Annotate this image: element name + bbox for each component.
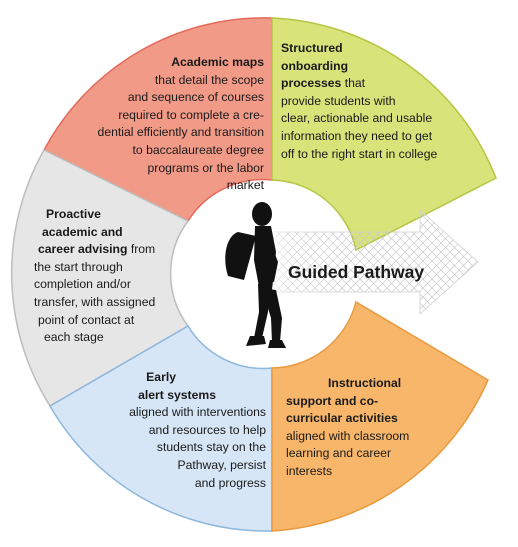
academic-maps-line: and sequence of courses: [127, 90, 264, 105]
advising-line: point of contact at: [38, 312, 135, 327]
instructional-title: Instructional: [328, 376, 402, 390]
academic-maps-title: Academic maps: [171, 55, 264, 69]
onboarding-title: processes: [281, 76, 342, 91]
advising-line: from: [127, 242, 156, 257]
academic-maps-line: market: [226, 178, 264, 193]
academic-maps-text: Academic maps that detail the scope and …: [78, 54, 264, 195]
instructional-text: Instructional support and co- curricular…: [286, 375, 456, 481]
academic-maps-line: programs or the labor: [147, 160, 264, 175]
advising-title: Proactive: [46, 207, 101, 221]
advising-line: completion and/or: [34, 277, 131, 292]
advising-text: Proactive academic and career advising f…: [30, 206, 190, 347]
early-alert-line: students stay on the: [156, 440, 266, 455]
instructional-title: curricular activities: [286, 411, 398, 426]
instructional-line: interests: [286, 463, 333, 478]
instructional-line: learning and career: [286, 446, 392, 461]
segment-instructional: [271, 300, 489, 532]
early-alert-title: alert systems: [138, 387, 216, 402]
segment-onboarding: [271, 17, 497, 252]
segment-advising: [10, 149, 190, 408]
early-alert-text: Early alert systems aligned with interve…: [94, 369, 266, 492]
early-alert-line: and resources to help: [148, 422, 266, 437]
segment-early-alert: [48, 324, 273, 532]
onboarding-title: onboarding: [281, 58, 349, 73]
advising-line: each stage: [44, 330, 104, 345]
early-alert-title: Early: [146, 370, 176, 384]
advising-line: the start through: [34, 259, 123, 274]
academic-maps-line: that detail the scope: [154, 72, 264, 87]
student-silhouette-icon: [225, 202, 286, 348]
onboarding-line: clear, actionable and usable: [281, 111, 433, 126]
advising-title: career advising: [38, 242, 128, 257]
onboarding-line: provide students with: [281, 93, 396, 108]
academic-maps-line: dential efficiently and transition: [97, 125, 264, 140]
onboarding-text: Structured onboarding processes that pro…: [281, 40, 471, 163]
onboarding-line: information they need to get: [281, 128, 433, 143]
onboarding-line: off to the right start in college: [281, 146, 438, 161]
arrow-icon: [261, 200, 479, 320]
onboarding-line: that: [341, 76, 366, 91]
segment-academic-maps: [42, 17, 273, 222]
instructional-title: support and co-: [286, 393, 379, 408]
early-alert-line: Pathway, persist: [177, 457, 266, 472]
onboarding-title: Structured: [281, 41, 343, 55]
advising-title: academic and: [42, 224, 123, 239]
early-alert-line: aligned with interventions: [129, 405, 266, 420]
instructional-line: aligned with classroom: [286, 428, 410, 443]
early-alert-line: and progress: [194, 475, 266, 490]
academic-maps-line: required to complete a cre-: [118, 107, 264, 122]
academic-maps-line: to baccalaureate degree: [132, 142, 264, 157]
center-title: Guided Pathway: [288, 262, 425, 282]
advising-line: transfer, with assigned: [34, 294, 156, 309]
